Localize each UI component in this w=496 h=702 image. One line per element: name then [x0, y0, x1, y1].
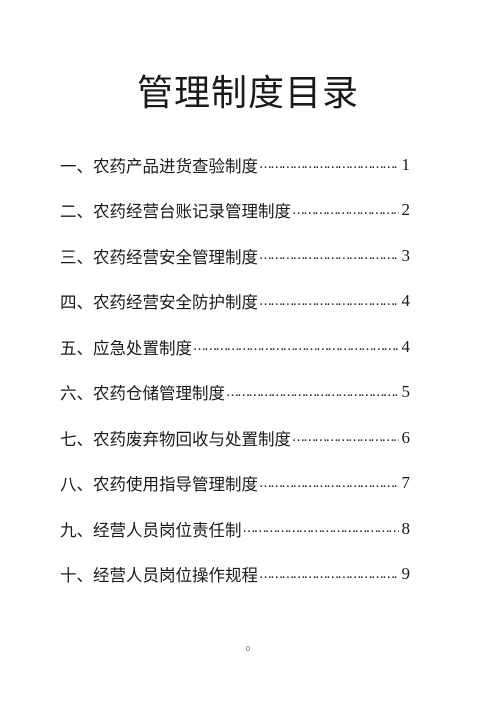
- dot-leader: ……………………………………………………: [259, 248, 399, 264]
- toc-entry: 八、农药使用指导管理制度 …………………………………………………… 7: [60, 461, 410, 507]
- dot-leader: ……………………………………………………: [292, 202, 399, 218]
- toc-entry: 五、应急处置制度 …………………………………………………… 4: [60, 324, 410, 370]
- dot-leader: ……………………………………………………: [259, 566, 399, 582]
- toc-entry-page: 9: [401, 564, 411, 584]
- toc-entry-page: 4: [401, 291, 411, 311]
- dot-leader: ……………………………………………………: [193, 339, 399, 355]
- toc-entry: 一、农药产品进货查验制度 …………………………………………………… 1: [60, 142, 410, 188]
- toc-entry: 三、农药经营安全管理制度 …………………………………………………… 3: [60, 233, 410, 279]
- dot-leader: ……………………………………………………: [259, 475, 399, 491]
- toc-entry-page: 1: [401, 154, 411, 174]
- dot-leader: ……………………………………………………: [226, 384, 399, 400]
- dot-leader: ……………………………………………………: [292, 430, 399, 446]
- toc-entry-label: 八、农药使用指导管理制度: [60, 475, 258, 495]
- toc-entry-label: 七、农药废弃物回收与处置制度: [60, 429, 291, 449]
- toc-entry-page: 4: [401, 336, 411, 356]
- toc-entry-label: 三、农药经营安全管理制度: [60, 247, 258, 267]
- toc-entry: 十、经营人员岗位操作规程 …………………………………………………… 9: [60, 552, 410, 598]
- toc-entry: 四、农药经营安全防护制度 …………………………………………………… 4: [60, 279, 410, 325]
- toc-entry: 七、农药废弃物回收与处置制度 …………………………………………………… 6: [60, 415, 410, 461]
- table-of-contents: 一、农药产品进货查验制度 …………………………………………………… 1 二、农药…: [60, 142, 410, 597]
- toc-entry-label: 六、农药仓储管理制度: [60, 384, 225, 404]
- toc-entry-page: 2: [401, 200, 411, 220]
- dot-leader: ……………………………………………………: [259, 293, 399, 309]
- toc-entry-page: 5: [401, 382, 411, 402]
- page-title: 管理制度目录: [136, 73, 359, 114]
- toc-entry-page: 8: [401, 518, 411, 538]
- toc-entry-label: 四、农药经营安全防护制度: [60, 293, 258, 313]
- toc-entry-label: 九、经营人员岗位责任制: [60, 520, 242, 540]
- toc-entry-label: 一、农药产品进货查验制度: [60, 156, 258, 176]
- toc-entry-page: 6: [401, 427, 411, 447]
- toc-entry-label: 五、应急处置制度: [60, 338, 192, 358]
- toc-entry-label: 二、农药经营台账记录管理制度: [60, 202, 291, 222]
- toc-entry: 二、农药经营台账记录管理制度 …………………………………………………… 2: [60, 188, 410, 234]
- toc-entry-label: 十、经营人员岗位操作规程: [60, 566, 258, 586]
- dot-leader: ……………………………………………………: [259, 157, 399, 173]
- toc-entry: 六、农药仓储管理制度 …………………………………………………… 5: [60, 370, 410, 416]
- page-footer-mark: 0: [246, 646, 250, 653]
- dot-leader: ……………………………………………………: [242, 521, 399, 537]
- toc-entry-page: 7: [401, 473, 411, 493]
- toc-entry: 九、经营人员岗位责任制 …………………………………………………… 8: [60, 506, 410, 552]
- toc-entry-page: 3: [401, 245, 411, 265]
